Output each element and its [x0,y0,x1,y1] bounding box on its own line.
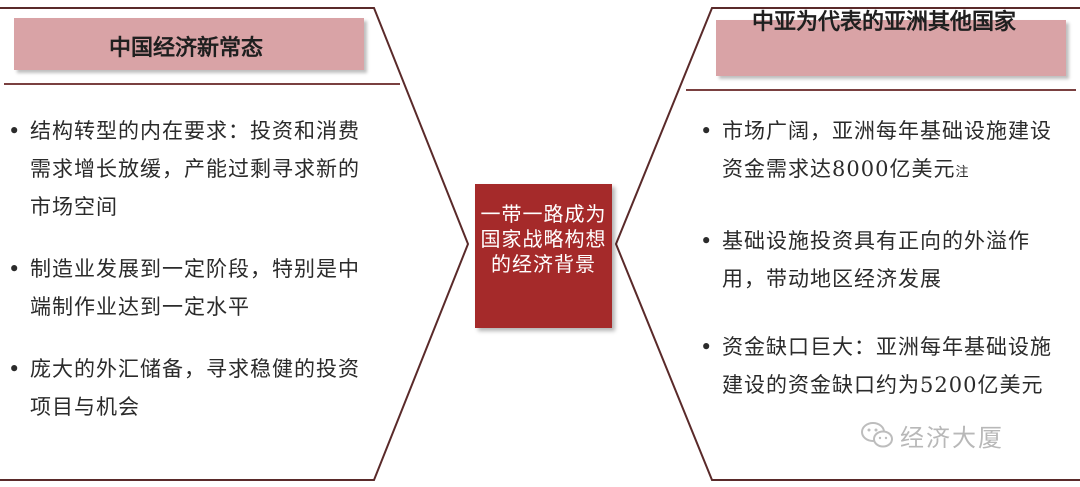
bullet-text: 制造业发展到一定阶段，特别是中端制作业达到一定水平 [30,257,360,319]
left-bullet-list: • 结构转型的内在要求：投资和消费需求增长放缓，产能过剩寻求新的市场空间 • 制… [8,112,378,426]
right-panel-header: 中亚为代表的亚洲其他国家 [716,9,1066,76]
bullet-marker: • [700,119,714,143]
list-item: • 结构转型的内在要求：投资和消费需求增长放缓，产能过剩寻求新的市场空间 [8,112,378,226]
bullet-text: 市场广阔，亚洲每年基础设施建设资金需求达8000亿美元 [722,119,1052,181]
wechat-logo-icon [861,422,893,448]
footnote-marker: 注 [955,165,970,180]
center-concept-box: 一带一路成为国家战略构想的经济背景 [475,184,612,328]
bullet-marker: • [8,257,22,281]
bullet-marker: • [8,119,22,143]
list-item: • 基础设施投资具有正向的外溢作用，带动地区经济发展 [700,222,1070,298]
left-panel-header: 中国经济新常态 [14,18,364,70]
bullet-marker: • [700,229,714,253]
right-bracket-outline [614,7,1080,481]
list-item: • 庞大的外汇储备，寻求稳健的投资项目与机会 [8,350,378,426]
bullet-text: 资金缺口巨大：亚洲每年基础设施建设的资金缺口约为5200亿美元 [722,335,1052,397]
center-text: 一带一路成为国家战略构想的经济背景 [480,202,607,276]
left-panel-title: 中国经济新常态 [109,35,264,61]
bullet-text: 基础设施投资具有正向的外溢作用，带动地区经济发展 [722,229,1030,291]
bullet-marker: • [700,335,714,359]
watermark-text: 经济大厦 [900,424,1004,452]
bullet-text: 庞大的外汇储备，寻求稳健的投资项目与机会 [30,357,360,419]
left-bracket-outline [0,7,470,481]
bullet-text-wrap: 市场广阔，亚洲每年基础设施建设资金需求达8000亿美元注 [700,112,1070,192]
bullet-text: 结构转型的内在要求：投资和消费需求增长放缓，产能过剩寻求新的市场空间 [30,119,360,219]
bullet-marker: • [8,357,22,381]
right-bullet-list: • 市场广阔，亚洲每年基础设施建设资金需求达8000亿美元注 • 基础设施投资具… [700,112,1070,404]
list-item: • 制造业发展到一定阶段，特别是中端制作业达到一定水平 [8,250,378,326]
right-panel-title: 中亚为代表的亚洲其他国家 [752,9,1017,35]
list-item: • 市场广阔，亚洲每年基础设施建设资金需求达8000亿美元注 [700,112,1070,192]
list-item: • 资金缺口巨大：亚洲每年基础设施建设的资金缺口约为5200亿美元 [700,328,1070,404]
